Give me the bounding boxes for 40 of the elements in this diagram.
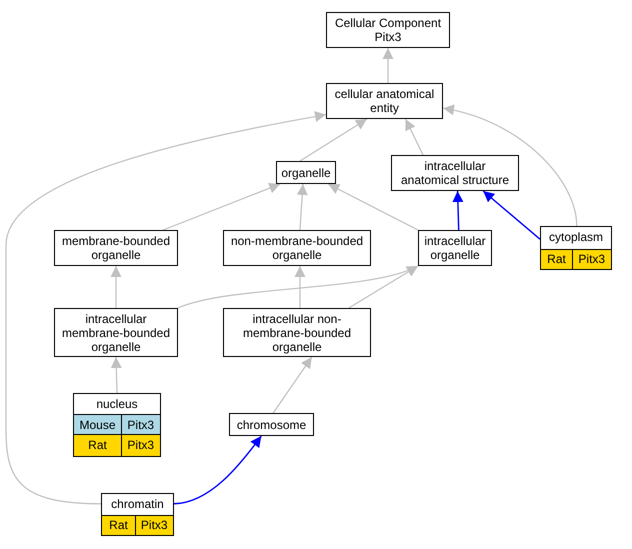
table-cell: Rat bbox=[72, 434, 122, 456]
arrow bbox=[328, 183, 418, 231]
term-box: organelle bbox=[276, 161, 336, 184]
term-label: chromatin bbox=[111, 497, 164, 511]
table-cell: Rat bbox=[100, 514, 136, 536]
arrow bbox=[110, 356, 122, 394]
term-table bbox=[73, 393, 161, 457]
arrow bbox=[294, 266, 306, 308]
term-label: cytoplasm bbox=[548, 230, 604, 244]
term-box: cellular anatomical entity bbox=[326, 83, 443, 119]
arrow bbox=[174, 436, 262, 504]
arrow bbox=[272, 356, 312, 414]
arrow bbox=[405, 118, 424, 156]
term-box: intracellular non-membrane-bounded organelle bbox=[223, 308, 371, 357]
arrow bbox=[348, 265, 418, 309]
arrow bbox=[110, 266, 122, 308]
term-box: intracellular anatomical structure bbox=[391, 155, 519, 191]
table-cell: Mouse bbox=[72, 414, 122, 436]
table-cell: Pitx3 bbox=[135, 514, 174, 536]
term-box: Cellular Component Pitx3 bbox=[326, 12, 450, 48]
term-box: chromosome bbox=[229, 413, 314, 436]
term-box: membrane-bounded organelle bbox=[54, 230, 178, 266]
term-table bbox=[540, 226, 612, 270]
arrow bbox=[482, 190, 540, 240]
table-cell: Rat bbox=[540, 248, 574, 270]
term-box: non-membrane-bounded organelle bbox=[223, 230, 371, 266]
arrow bbox=[5, 111, 326, 504]
arrow bbox=[382, 48, 394, 83]
term-table bbox=[101, 493, 174, 536]
table-cell: Pitx3 bbox=[121, 434, 160, 456]
table-cell: Pitx3 bbox=[121, 414, 160, 436]
arrow bbox=[442, 105, 578, 226]
term-box: intracellular organelle bbox=[418, 230, 492, 266]
term-label: nucleus bbox=[96, 397, 138, 411]
arrow bbox=[300, 118, 368, 162]
term-box: intracellular membrane-bounded organelle bbox=[54, 308, 178, 357]
arrow bbox=[162, 182, 280, 231]
arrow bbox=[296, 184, 308, 230]
table-cell: Pitx3 bbox=[572, 248, 612, 270]
arrow bbox=[452, 190, 464, 230]
